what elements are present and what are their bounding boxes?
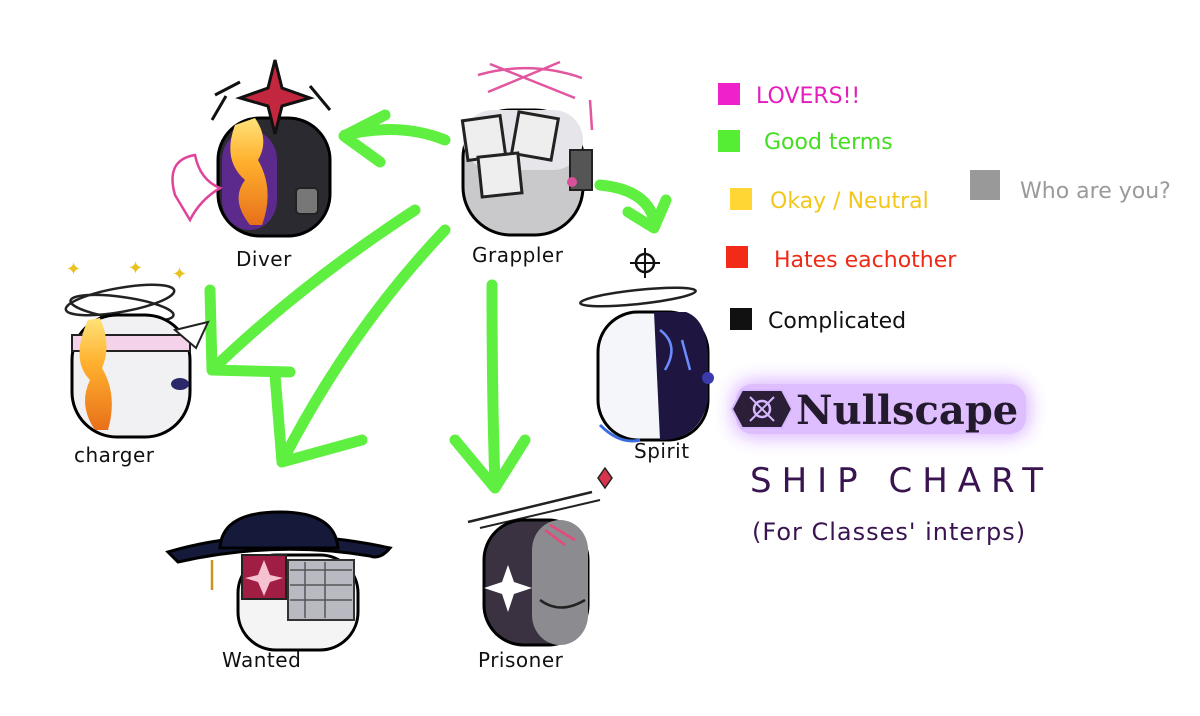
legend-item-hates: Hates eachother: [726, 246, 957, 273]
wanted-portrait: [165, 510, 393, 652]
arrow-grappler-to-prisoner: [449, 279, 531, 494]
character-label-grappler: Grappler: [472, 243, 564, 267]
legend: LOVERS!! Good terms Okay / Neutral Hates…: [718, 83, 1171, 334]
character-diver: Diver: [171, 59, 332, 271]
legend-item-neutral: Okay / Neutral: [730, 188, 929, 214]
logo-wordmark: Nullscape: [796, 387, 1018, 434]
legend-swatch-good-terms: [718, 130, 740, 152]
legend-item-lovers: LOVERS!!: [718, 83, 860, 109]
legend-item-complicated: Complicated: [730, 308, 906, 334]
legend-item-who-are-you: Who are you?: [970, 170, 1171, 204]
legend-swatch-who-are-you: [970, 170, 1000, 200]
character-label-charger: charger: [74, 443, 155, 467]
character-prisoner: Prisoner: [467, 466, 613, 672]
character-spirit: Spirit: [579, 248, 714, 463]
legend-swatch-lovers: [718, 83, 740, 105]
legend-swatch-hates: [726, 246, 748, 268]
character-label-wanted: Wanted: [222, 648, 301, 672]
character-label-prisoner: Prisoner: [478, 648, 564, 672]
arrow-grappler-to-spirit: [594, 179, 672, 234]
legend-swatch-complicated: [730, 308, 752, 330]
relationship-arrows: [204, 109, 672, 494]
character-label-spirit: Spirit: [634, 439, 690, 463]
chart-subtitle: (For Classes' interps): [752, 518, 1026, 546]
chart-title: SHIP CHART: [750, 461, 1053, 501]
legend-label-complicated: Complicated: [768, 309, 906, 334]
arrow-grappler-to-charger: [204, 204, 421, 378]
legend-swatch-neutral: [730, 188, 752, 210]
legend-label-good-terms: Good terms: [764, 130, 893, 155]
legend-label-hates: Hates eachother: [774, 248, 957, 273]
character-wanted: Wanted: [165, 510, 393, 672]
character-charger: ✦ ✦ ✦ charger: [64, 258, 210, 467]
prisoner-portrait: [467, 466, 613, 647]
spirit-portrait: [579, 248, 714, 443]
legend-label-neutral: Okay / Neutral: [770, 189, 929, 214]
character-label-diver: Diver: [236, 247, 292, 271]
svg-text:✦: ✦: [128, 258, 143, 279]
charger-portrait: ✦ ✦ ✦: [64, 258, 210, 439]
legend-label-who-are-you: Who are you?: [1020, 179, 1171, 204]
grappler-portrait: [460, 60, 594, 237]
svg-text:✦: ✦: [66, 259, 81, 280]
nullscape-emblem-icon: [730, 389, 794, 429]
arrow-grappler-to-diver: [338, 109, 451, 168]
legend-label-lovers: LOVERS!!: [756, 84, 860, 109]
svg-text:✦: ✦: [172, 264, 187, 285]
diver-portrait: [171, 59, 332, 238]
nullscape-logo: Nullscape: [730, 384, 1026, 434]
legend-item-good-terms: Good terms: [718, 130, 893, 155]
character-grappler: Grappler: [460, 60, 594, 267]
arrow-grappler-to-wanted: [269, 224, 451, 468]
